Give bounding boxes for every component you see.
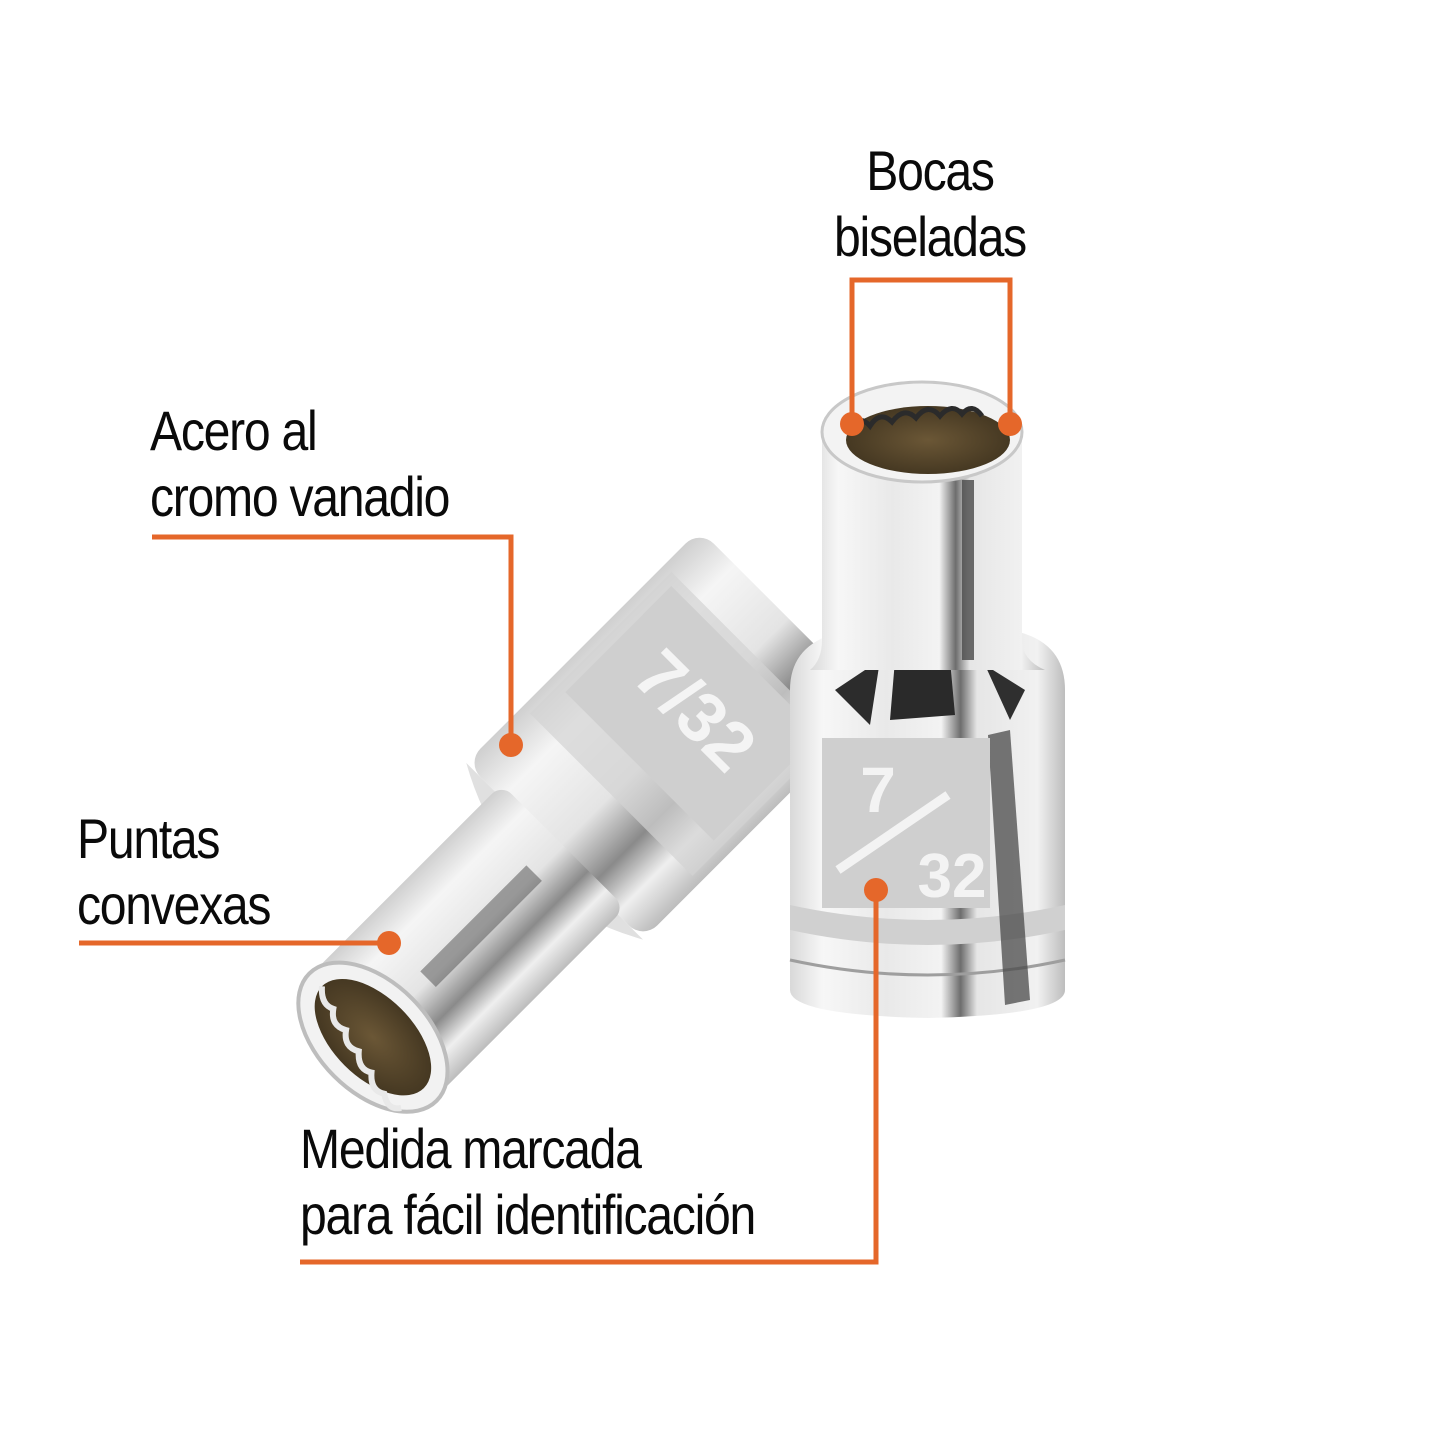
callout-dot-puntas — [377, 931, 401, 955]
left-socket: 7/32 — [296, 537, 869, 1114]
callout-label-puntas: Puntas convexas — [77, 807, 271, 936]
right-socket: 7 32 — [789, 380, 1066, 1018]
callout-line-acero — [152, 534, 514, 740]
callout-label-bocas: Bocas biseladas — [834, 139, 1027, 268]
size-numerator: 7 — [860, 754, 896, 826]
callout-dots — [377, 412, 1022, 955]
callout-label-medida: Medida marcada para fácil identificación — [300, 1117, 756, 1246]
callout-dot-acero — [499, 733, 523, 757]
callout-label-acero: Acero al cromo vanadio — [150, 399, 450, 528]
callout-dot-medida — [864, 878, 888, 902]
callout-dot-bocas-left — [840, 412, 864, 436]
callout-lines — [79, 277, 1013, 1265]
callout-line-bocas — [849, 277, 1013, 424]
callout-dot-bocas-right — [998, 412, 1022, 436]
callout-line-medida — [300, 890, 879, 1265]
size-denominator: 32 — [918, 842, 987, 911]
